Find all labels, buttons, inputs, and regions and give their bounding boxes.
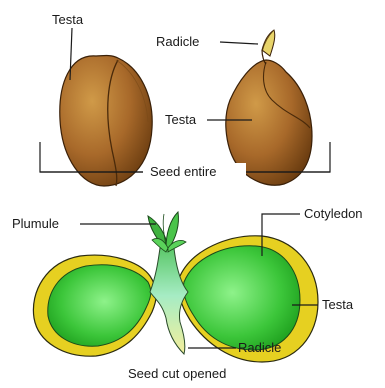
testa-right-label: Testa (165, 112, 197, 127)
seed-cut-group: Plumule Cotyledon Testa Radicle Seed cut… (12, 206, 363, 381)
cotyledon-label: Cotyledon (304, 206, 363, 221)
seed-entire-group: Testa Radicle Testa Seed entire (40, 12, 330, 186)
radicle-top-leader (220, 42, 258, 44)
right-seed (226, 30, 312, 185)
left-seed (60, 56, 152, 187)
plumule-leaves (148, 212, 186, 252)
testa-bottom-label: Testa (322, 297, 354, 312)
plumule-label: Plumule (12, 216, 59, 231)
testa-left-label: Testa (52, 12, 84, 27)
seed-cut-caption: Seed cut opened (128, 366, 226, 381)
radicle-top-label: Radicle (156, 34, 199, 49)
radicle-bottom-label: Radicle (238, 340, 281, 355)
seed-entire-caption: Seed entire (150, 164, 217, 179)
